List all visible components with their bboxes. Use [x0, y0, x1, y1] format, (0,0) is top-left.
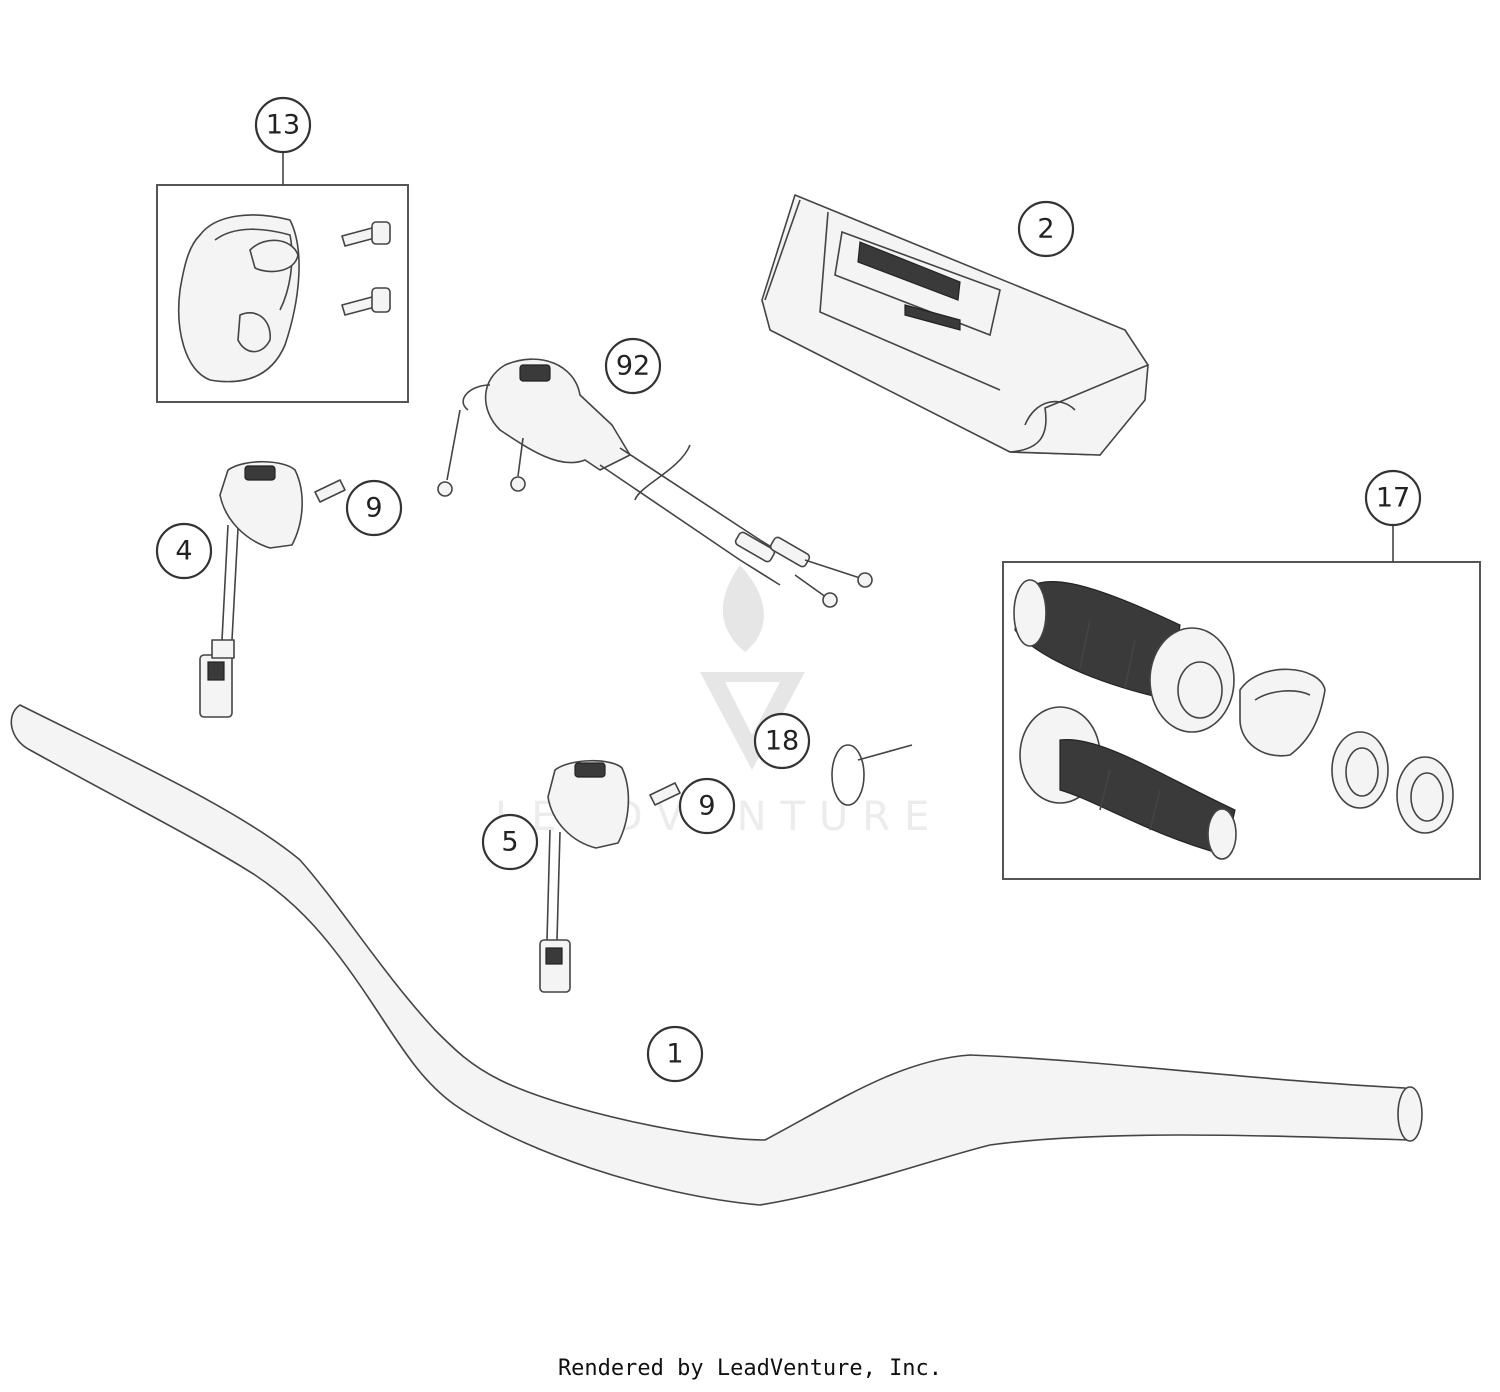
kit-box-17	[1002, 561, 1481, 880]
svg-text:13: 13	[266, 110, 300, 141]
svg-text:92: 92	[616, 351, 650, 382]
throttle-sleeve	[1239, 668, 1326, 757]
switch-5	[539, 759, 630, 993]
svg-text:9: 9	[365, 493, 382, 524]
callout-9: 9	[345, 479, 403, 537]
clamp-13	[177, 214, 300, 383]
clamp-ring-icon	[1331, 731, 1389, 809]
svg-text:5: 5	[501, 827, 518, 858]
svg-text:9: 9	[698, 791, 715, 822]
callout-1: 1	[646, 1025, 704, 1083]
screw-icon	[314, 479, 346, 503]
svg-text:4: 4	[175, 536, 192, 567]
callout-9: 9	[678, 777, 736, 835]
callout-18: 18	[753, 712, 811, 770]
handlebar-pad	[761, 194, 1149, 456]
svg-text:18: 18	[765, 726, 799, 757]
watermark-logo-icon	[700, 565, 805, 770]
throttle-assembly	[437, 358, 873, 608]
grip-upper	[1013, 579, 1235, 733]
bolt-icon	[341, 221, 391, 247]
svg-text:17: 17	[1376, 483, 1410, 514]
grip-lower	[1019, 706, 1237, 860]
handlebar	[10, 704, 1423, 1206]
svg-text:1: 1	[666, 1039, 683, 1070]
callout-4: 4	[155, 522, 213, 580]
cable-tie-18	[831, 744, 913, 806]
callout-5: 5	[481, 813, 539, 871]
footer-credit: Rendered by LeadVenture, Inc.	[557, 1356, 943, 1381]
clamp-ring-icon	[1396, 756, 1454, 834]
callout-13: 13	[254, 96, 312, 154]
screw-icon	[649, 782, 681, 806]
switch-4	[199, 460, 303, 718]
svg-text:2: 2	[1037, 214, 1054, 245]
callout-2: 2	[1017, 200, 1075, 258]
bolt-icon	[341, 287, 391, 316]
callout-17: 17	[1364, 469, 1422, 527]
callout-92: 92	[604, 337, 662, 395]
